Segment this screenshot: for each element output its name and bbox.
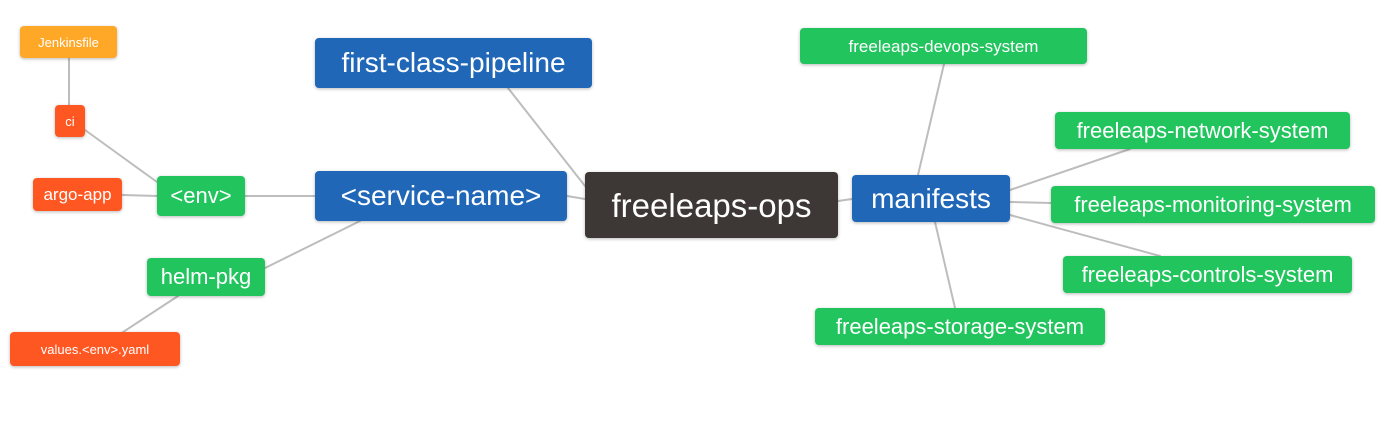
node-label: manifests (871, 182, 991, 214)
node-label: first-class-pipeline (341, 47, 566, 78)
node-manifests[interactable]: manifests (852, 175, 1010, 222)
node-label: freeleaps-monitoring-system (1074, 191, 1352, 217)
node-jenkinsfile[interactable]: Jenkinsfile (20, 26, 117, 58)
edge-root-manifests (837, 198, 853, 202)
node-first-class-pipeline[interactable]: first-class-pipeline (315, 38, 592, 88)
node-label: Jenkinsfile (38, 34, 99, 50)
edge-helm-pkg-values-yaml (119, 295, 179, 335)
node-monitoring-system[interactable]: freeleaps-monitoring-system (1051, 186, 1375, 223)
node-label: freeleaps-storage-system (835, 313, 1085, 339)
edge-manifests-devops-system (917, 63, 945, 176)
node-helm-pkg[interactable]: helm-pkg (147, 258, 265, 296)
node-argo-app[interactable]: argo-app (33, 178, 122, 211)
edge-env-ci (84, 129, 158, 183)
node-ci[interactable]: ci (55, 105, 85, 137)
node-root[interactable]: freeleaps-ops (585, 172, 838, 238)
node-label: values.<env>.yaml (40, 341, 150, 357)
node-network-system[interactable]: freeleaps-network-system (1055, 112, 1350, 149)
edge-service-name-helm-pkg (264, 220, 361, 269)
edge-manifests-storage-system (934, 221, 956, 309)
node-label: freeleaps-ops (611, 186, 812, 224)
node-label: freeleaps-network-system (1076, 117, 1329, 143)
node-storage-system[interactable]: freeleaps-storage-system (815, 308, 1105, 345)
node-label: argo-app (43, 185, 112, 204)
node-label: freeleaps-controls-system (1081, 261, 1334, 287)
node-label: <service-name> (340, 180, 542, 211)
edge-manifests-monitoring-system (1009, 201, 1052, 204)
node-label: ci (65, 113, 75, 129)
edge-root-service-name (566, 195, 586, 200)
node-label: <env> (170, 183, 232, 208)
node-service-name[interactable]: <service-name> (315, 171, 567, 221)
node-label: helm-pkg (160, 264, 252, 289)
node-values-yaml[interactable]: values.<env>.yaml (10, 332, 180, 366)
node-label: freeleaps-devops-system (848, 36, 1039, 56)
node-devops-system[interactable]: freeleaps-devops-system (800, 28, 1087, 64)
node-controls-system[interactable]: freeleaps-controls-system (1063, 256, 1352, 293)
edge-manifests-network-system (1009, 148, 1131, 191)
edge-env-argo-app (121, 194, 158, 197)
node-env[interactable]: <env> (157, 176, 245, 216)
